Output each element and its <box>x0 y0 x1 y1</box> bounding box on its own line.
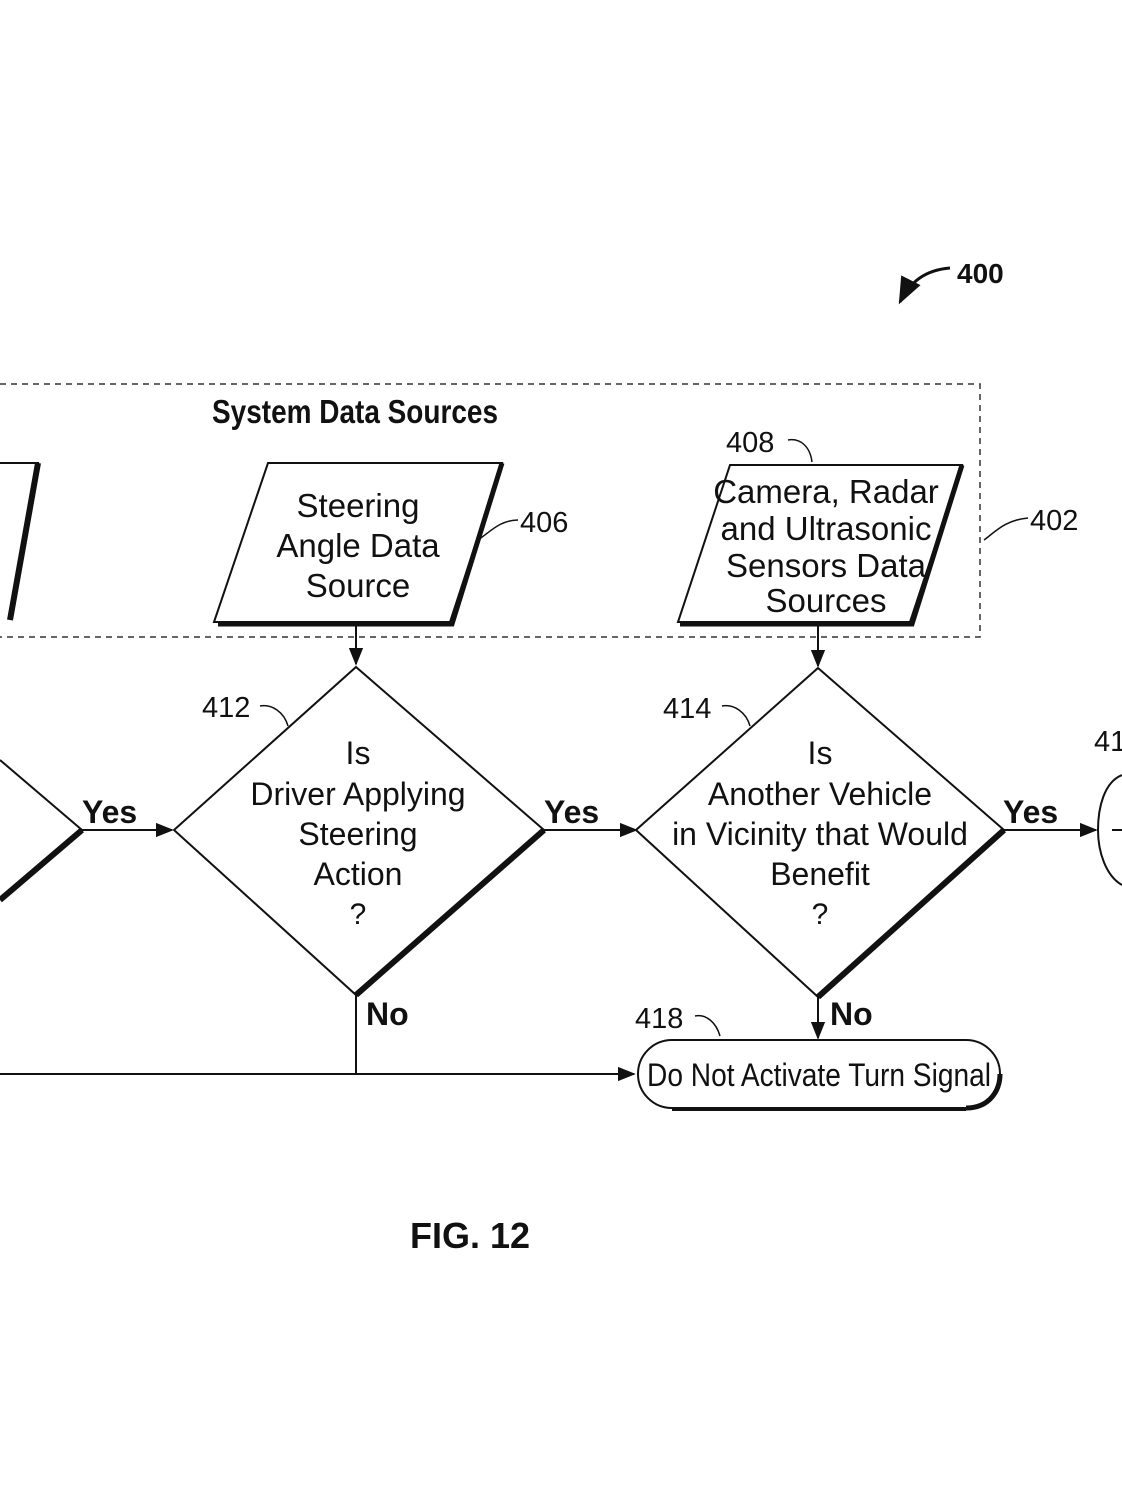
ref-418-leader <box>694 1014 721 1037</box>
ref-412-leader <box>259 704 289 727</box>
yes-label-left: Yes <box>82 794 137 830</box>
decision-414-line-4: Benefit <box>770 856 870 892</box>
decision-412-line-4: Action <box>314 856 403 892</box>
decision-diamond-shadow <box>815 827 1007 1000</box>
yes-label-middle: Yes <box>544 794 599 830</box>
steering-source-ref: 406 <box>520 507 568 539</box>
partial-parallelogram-shadow <box>7 462 41 621</box>
figure-reference-number: 400 <box>957 258 1004 289</box>
partial-terminal-right: 41 <box>1094 726 1122 886</box>
decision-414-ref: 414 <box>663 693 711 725</box>
ref-408-leader <box>787 438 813 463</box>
ref-414-leader <box>721 704 751 727</box>
decision-diamond-shadow <box>354 827 546 998</box>
no-label-steering: No <box>366 996 409 1032</box>
decision-412-ref: 412 <box>202 692 250 724</box>
terminal-ref: 418 <box>635 1003 683 1035</box>
steering-angle-data-source: Steering Angle Data Source 406 <box>212 462 568 627</box>
decision-412-line-5: ? <box>350 898 367 931</box>
partial-diamond-upper-edge <box>0 759 83 831</box>
terminal-label: Do Not Activate Turn Signal <box>647 1057 991 1093</box>
partial-terminal-outline <box>1096 774 1122 886</box>
figure-label: FIG. 12 <box>410 1215 530 1256</box>
ref-406-leader <box>477 519 519 541</box>
steering-source-line-1: Steering <box>297 487 420 524</box>
sensor-source-ref: 408 <box>726 427 774 459</box>
system-data-sources-group: System Data Sources 402 <box>0 383 1078 638</box>
sensor-source-line-2: and Ultrasonic <box>721 510 932 547</box>
no-label-vehicle: No <box>830 996 873 1032</box>
partial-right-ref: 41 <box>1094 726 1122 758</box>
partial-diamond-lower-edge <box>0 827 84 903</box>
decision-412-line-3: Steering <box>298 816 417 852</box>
steering-source-line-2: Angle Data <box>276 527 440 564</box>
decision-driver-steering: Is Driver Applying Steering Action ? 412 <box>172 665 546 998</box>
parallelogram-shadow <box>680 464 965 627</box>
terminal-shadow-arc <box>965 1073 1003 1111</box>
partial-decision-left <box>0 759 84 903</box>
decision-414-line-3: in Vicinity that Would <box>672 816 968 852</box>
dashed-group-border <box>0 383 981 638</box>
decision-412-line-1: Is <box>346 735 371 771</box>
sensor-source-line-4: Sources <box>765 582 886 619</box>
decision-414-line-1: Is <box>808 735 833 771</box>
sensor-source-line-1: Camera, Radar <box>713 473 939 510</box>
ref-402-leader <box>983 517 1029 541</box>
parallelogram-shadow <box>218 462 505 627</box>
yes-label-right: Yes <box>1003 794 1058 830</box>
partial-data-source-left <box>0 462 41 621</box>
decision-414-line-2: Another Vehicle <box>708 776 932 812</box>
ref-400-arrow <box>898 266 951 305</box>
decision-412-line-2: Driver Applying <box>250 776 465 812</box>
group-reference-number: 402 <box>1030 505 1078 537</box>
decision-414-line-5: ? <box>812 898 829 931</box>
decision-another-vehicle: Is Another Vehicle in Vicinity that Woul… <box>634 666 1007 1000</box>
sensor-source-line-3: Sensors Data <box>726 547 927 584</box>
steering-source-line-3: Source <box>306 567 411 604</box>
terminal-do-not-activate: Do Not Activate Turn Signal 418 <box>635 1003 1003 1111</box>
ref-400-indicator: 400 <box>898 258 1004 305</box>
group-title: System Data Sources <box>212 393 498 430</box>
sensor-data-sources: Camera, Radar and Ultrasonic Sensors Dat… <box>676 427 965 627</box>
